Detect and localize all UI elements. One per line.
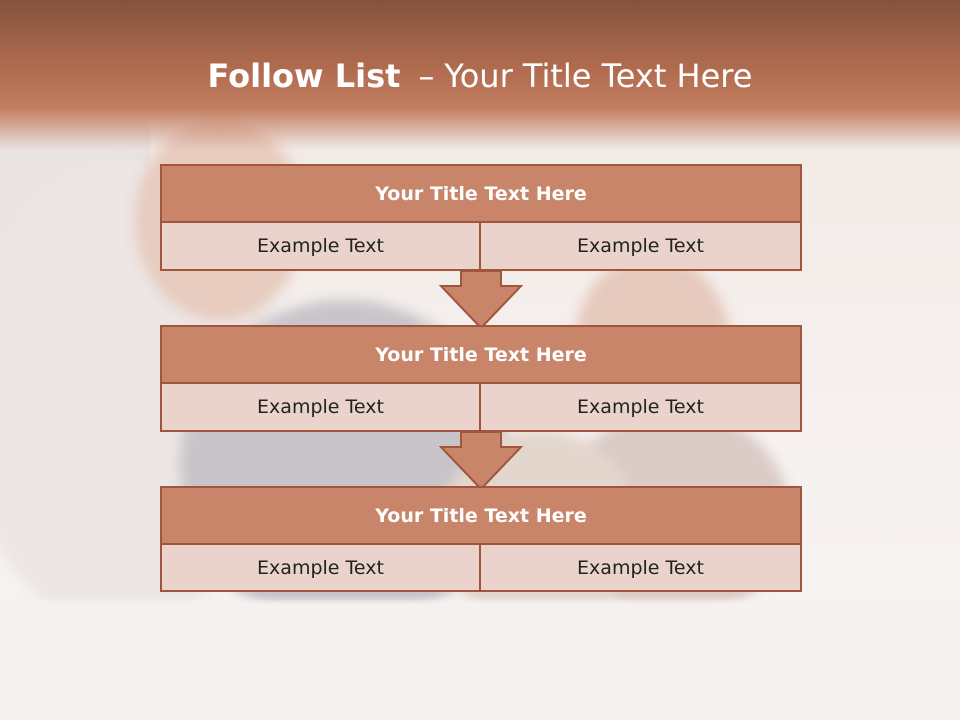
block-cell-right: Example Text xyxy=(479,221,802,271)
block-cell-left: Example Text xyxy=(160,543,481,592)
down-arrow-2 xyxy=(439,431,523,491)
block-cell-right: Example Text xyxy=(479,382,802,432)
block-title: Your Title Text Here xyxy=(160,164,802,223)
block-cell-left: Example Text xyxy=(160,221,481,271)
title-bar xyxy=(0,0,960,150)
slide-title-bold: Follow List xyxy=(207,57,401,95)
slide-title: Follow List–Your Title Text Here xyxy=(0,50,960,102)
slide-title-rest: Your Title Text Here xyxy=(444,57,753,95)
down-arrow-1 xyxy=(439,270,523,330)
photo-table-surface xyxy=(0,600,960,720)
block-cell-right: Example Text xyxy=(479,543,802,592)
block-title: Your Title Text Here xyxy=(160,325,802,384)
block-title: Your Title Text Here xyxy=(160,486,802,545)
block-cell-left: Example Text xyxy=(160,382,481,432)
slide-title-dash: – xyxy=(418,57,435,95)
